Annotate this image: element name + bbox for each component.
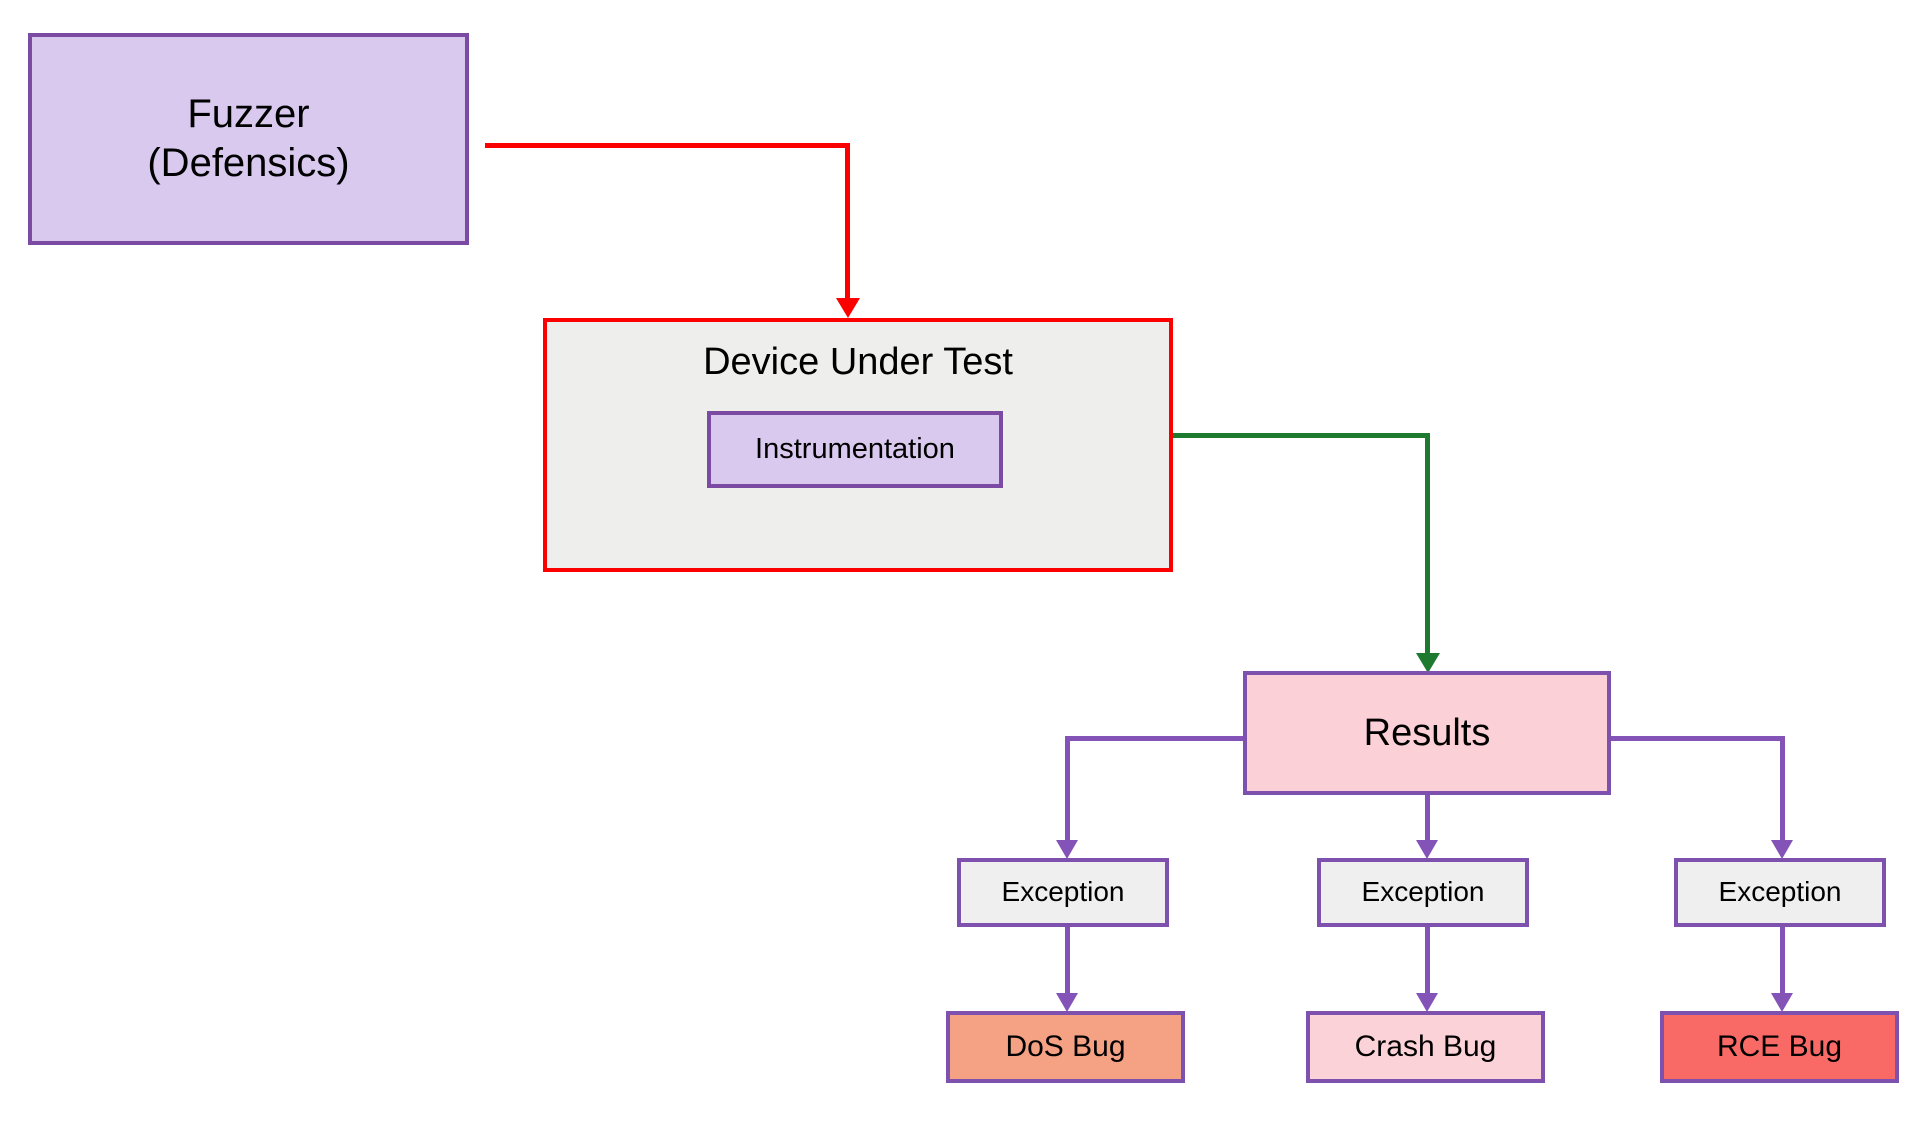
- edge-results-to-exception-left-vertical: [1065, 736, 1070, 844]
- arrowhead-exception-left-to-bug-dos: [1056, 993, 1078, 1012]
- arrowhead-results-to-exception-left: [1056, 840, 1078, 859]
- node-bug-rce-label: RCE Bug: [1716, 1029, 1843, 1063]
- node-bug-crash-label: Crash Bug: [1354, 1029, 1497, 1063]
- edge-results-to-exception-right-vertical: [1780, 736, 1785, 844]
- arrowhead-results-to-exception-middle: [1416, 840, 1438, 859]
- node-bug-dos[interactable]: DoS Bug: [946, 1011, 1185, 1083]
- edge-fuzzer-to-dut-vertical: [845, 143, 850, 300]
- node-instrumentation[interactable]: Instrumentation: [707, 411, 1003, 488]
- node-fuzzer[interactable]: Fuzzer (Defensics): [28, 33, 469, 245]
- edge-instrumentation-to-results-horizontal: [1001, 433, 1428, 438]
- node-fuzzer-label: Fuzzer (Defensics): [147, 90, 349, 188]
- node-exception-left[interactable]: Exception: [957, 858, 1169, 927]
- node-instrumentation-label: Instrumentation: [755, 432, 955, 465]
- arrowhead-fuzzer-to-dut: [836, 298, 860, 318]
- edge-fuzzer-to-dut-horizontal: [485, 143, 848, 148]
- node-results-label: Results: [1363, 711, 1491, 754]
- node-fuzzer-label-line1: Fuzzer: [187, 92, 310, 137]
- arrowhead-exception-middle-to-bug-crash: [1416, 993, 1438, 1012]
- arrowhead-instrumentation-to-results: [1416, 653, 1440, 673]
- node-exception-middle[interactable]: Exception: [1317, 858, 1529, 927]
- edge-results-to-exception-middle: [1425, 793, 1430, 844]
- node-exception-middle-label: Exception: [1361, 876, 1485, 908]
- node-bug-dos-label: DoS Bug: [1005, 1029, 1126, 1063]
- node-bug-rce[interactable]: RCE Bug: [1660, 1011, 1899, 1083]
- node-device-under-test-label: Device Under Test: [703, 341, 1013, 383]
- edge-results-to-exception-left-horizontal: [1068, 736, 1246, 741]
- edge-results-to-exception-right-horizontal: [1607, 736, 1785, 741]
- edge-exception-right-to-bug-rce: [1780, 925, 1785, 997]
- node-exception-left-label: Exception: [1001, 876, 1125, 908]
- arrowhead-results-to-exception-right: [1771, 840, 1793, 859]
- node-results[interactable]: Results: [1243, 671, 1611, 795]
- arrowhead-exception-right-to-bug-rce: [1771, 993, 1793, 1012]
- node-bug-crash[interactable]: Crash Bug: [1306, 1011, 1545, 1083]
- edge-exception-left-to-bug-dos: [1065, 925, 1070, 997]
- edge-instrumentation-to-results-vertical: [1425, 433, 1430, 661]
- node-fuzzer-label-line2: (Defensics): [147, 141, 350, 185]
- node-exception-right-label: Exception: [1718, 876, 1842, 908]
- node-exception-right[interactable]: Exception: [1674, 858, 1886, 927]
- edge-exception-middle-to-bug-crash: [1425, 925, 1430, 997]
